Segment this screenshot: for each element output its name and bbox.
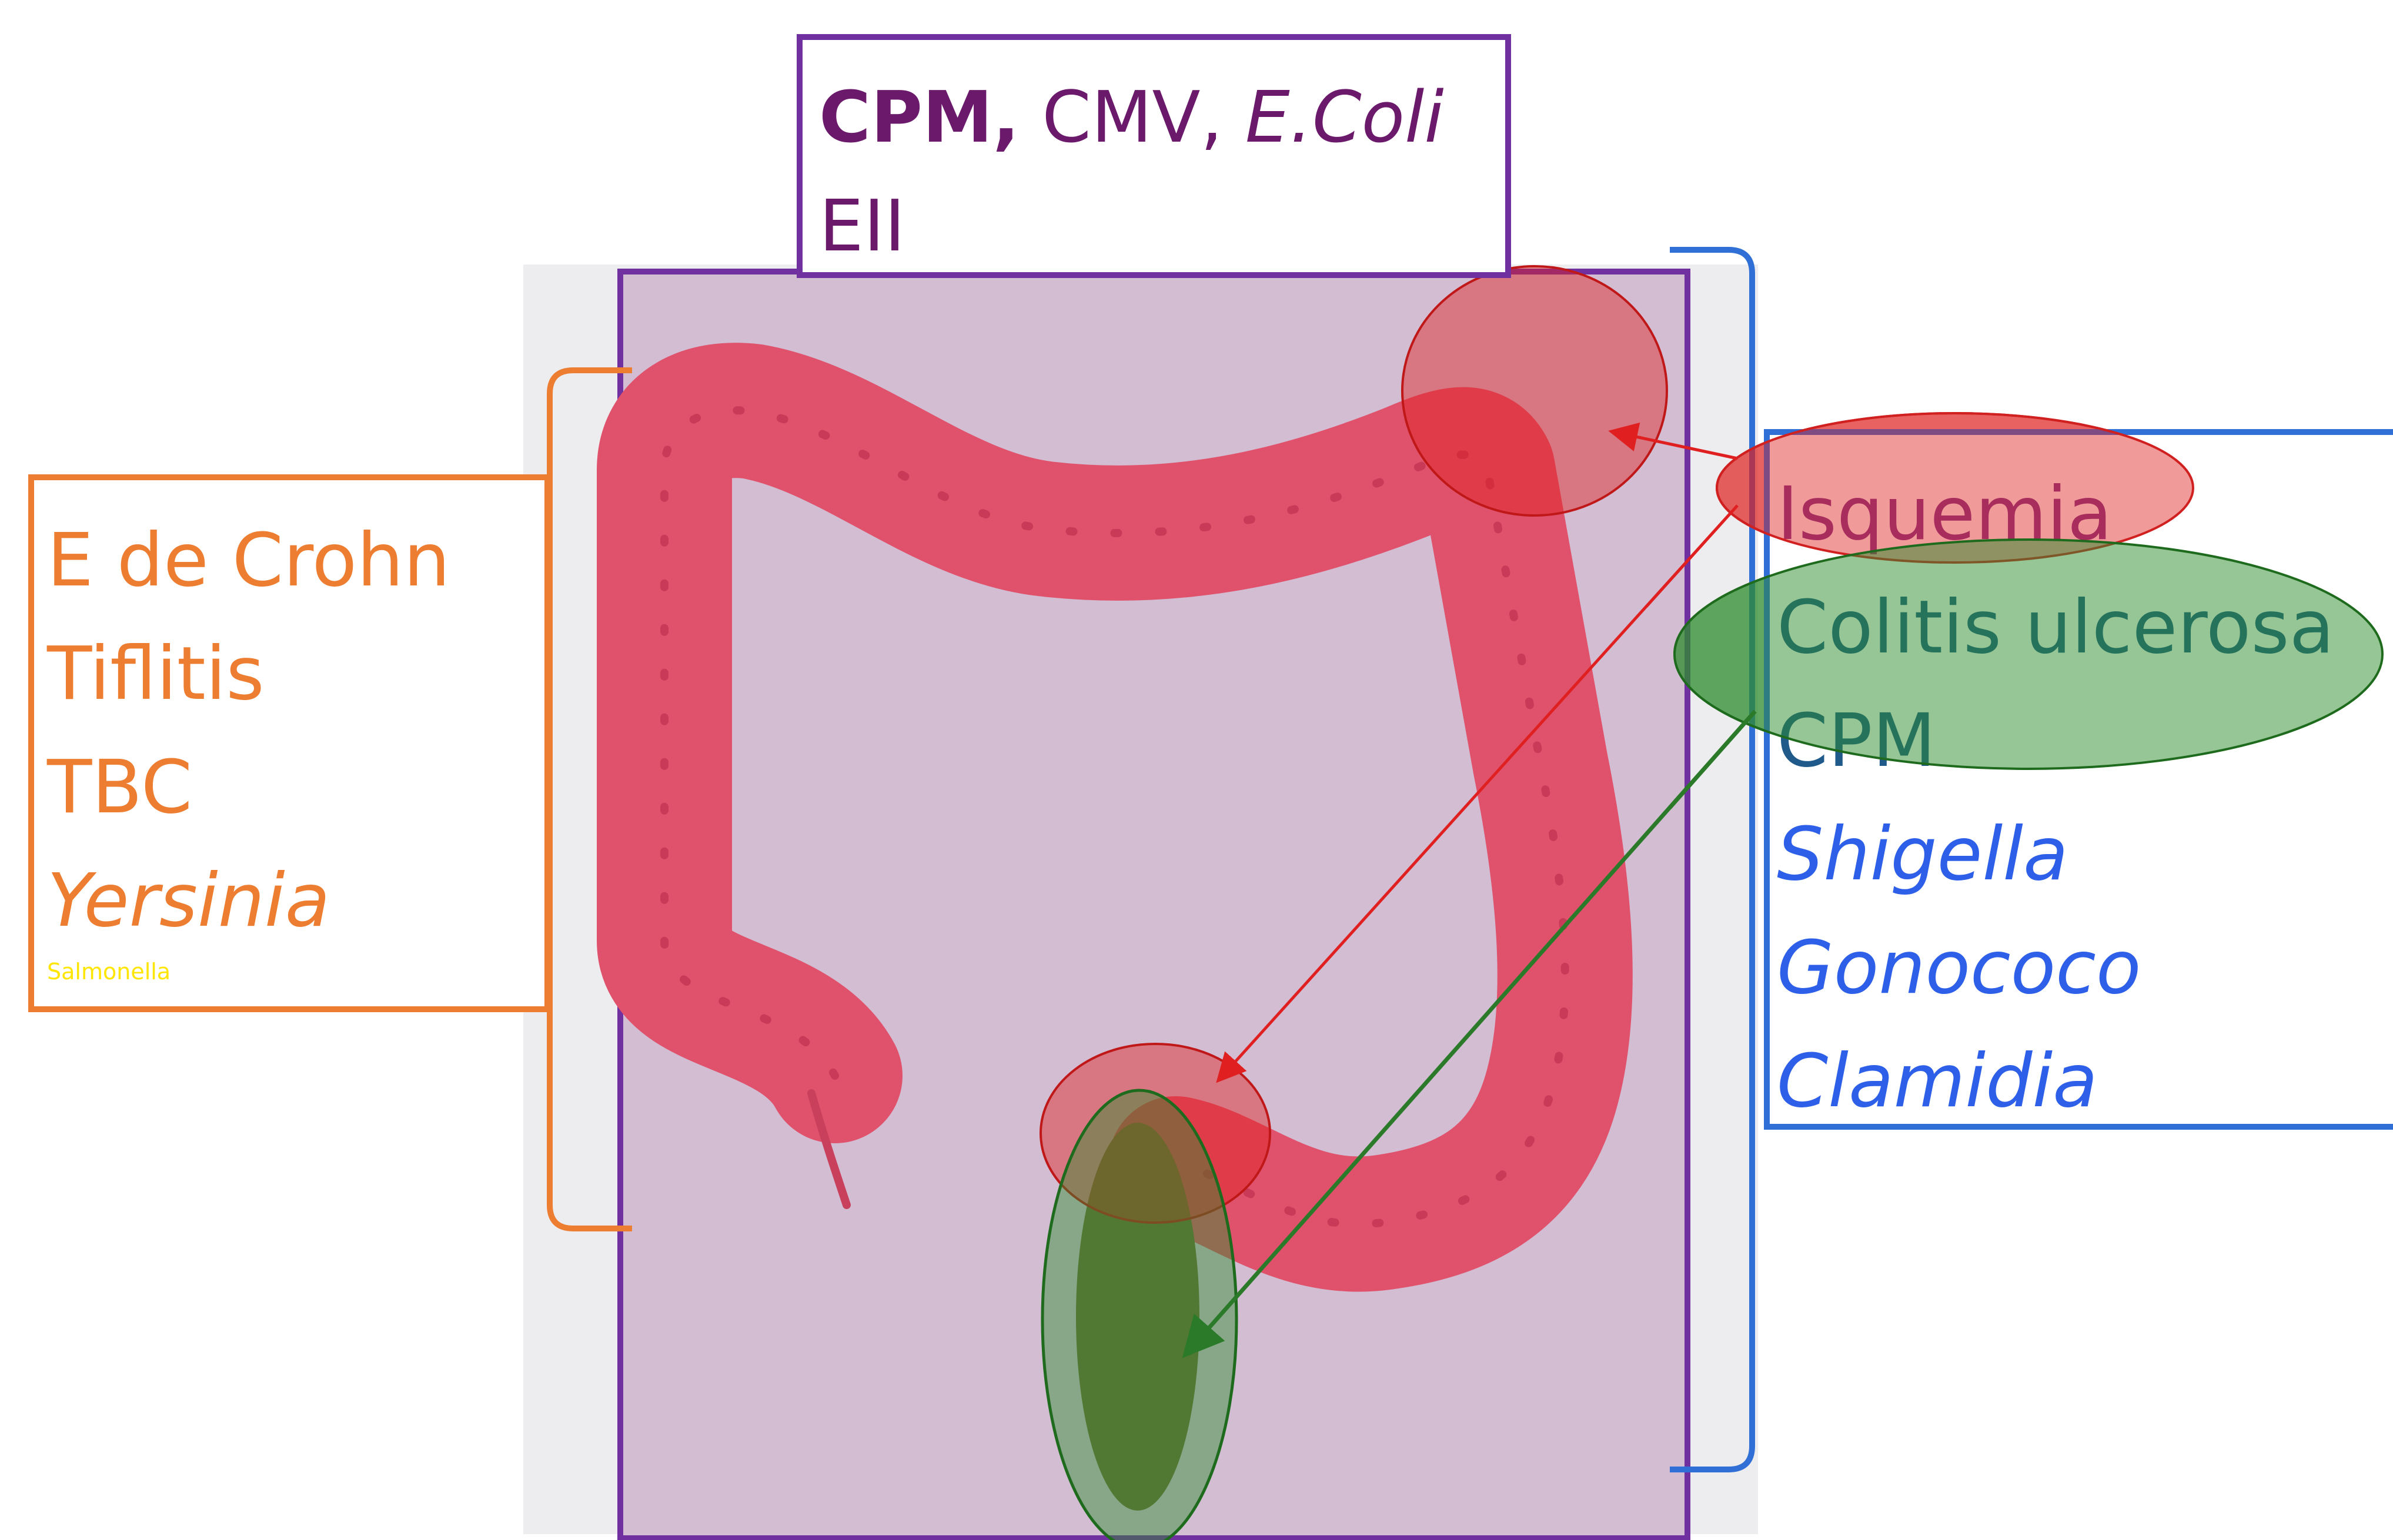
left-item: E de Crohn [47,504,544,617]
left-small-item: Salmonella [47,958,544,986]
right-item: CPM [1777,684,2393,798]
top-label-box: CPM, CMV, E.Coli EII [797,34,1511,278]
top-line-2: EII [819,172,1505,281]
right-item: Clamidia [1777,1025,2393,1138]
top-italic-label: E.Coli [1245,77,1444,159]
top-bold-label: CPM, [819,77,1020,159]
left-item: Yersinia [47,844,544,958]
left-label-box: E de Crohn Tiflitis TBC Yersinia Salmone… [28,474,550,1012]
highlight-rectum [1042,1090,1236,1540]
top-line-1: CPM, CMV, E.Coli [819,63,1505,172]
right-item: Colitis ulcerosa [1777,571,2393,684]
left-item: Tiflitis [47,617,544,731]
top-plain-label: CMV, [1020,77,1245,159]
highlight-splenic-flexure [1402,266,1667,515]
right-item: Gonococo [1777,911,2393,1025]
right-item: Isquemia [1777,457,2393,571]
right-item: Shigella [1777,798,2393,911]
left-item: TBC [47,731,544,844]
right-label-box: Isquemia Colitis ulcerosa CPM Shigella G… [1764,429,2393,1130]
